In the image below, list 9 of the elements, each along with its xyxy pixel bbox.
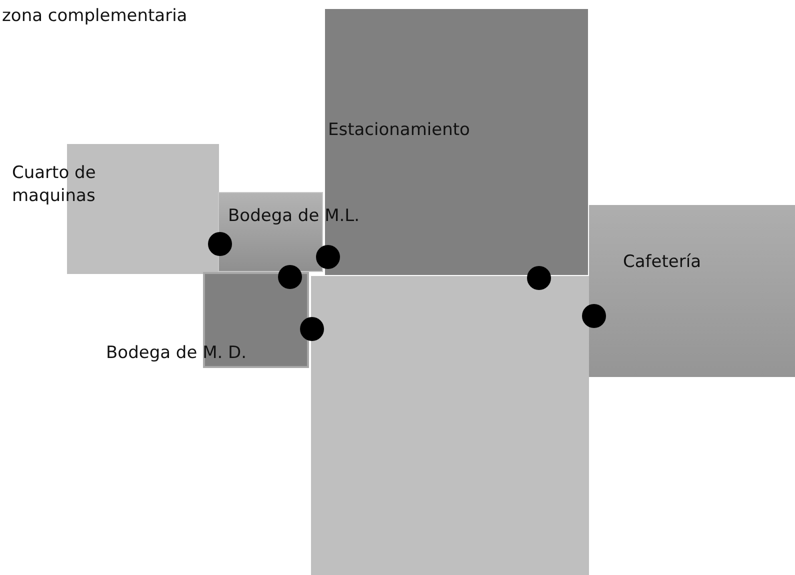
room-block <box>589 205 795 377</box>
room-block <box>311 276 589 575</box>
room-block <box>325 9 588 275</box>
room-label: Cuarto de maquinas <box>12 162 97 208</box>
room-label: Estacionamiento <box>328 119 470 142</box>
room-label: Cafetería <box>623 251 701 274</box>
room-label: Bodega de M.L. <box>228 205 360 228</box>
room-label: Bodega de M. D. <box>106 342 247 365</box>
title: zona complementaria <box>2 6 188 26</box>
